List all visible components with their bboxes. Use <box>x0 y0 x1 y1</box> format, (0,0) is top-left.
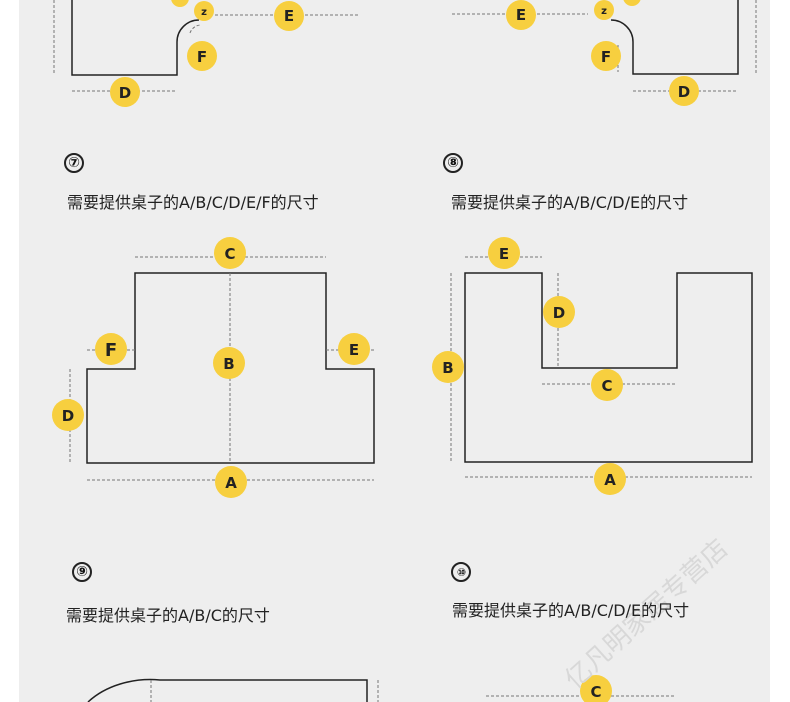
content-panel <box>19 0 770 702</box>
top-right-label-z: z <box>601 6 607 17</box>
top-right-label-e: E <box>516 6 526 24</box>
fig7-label-c: C <box>224 245 235 263</box>
figure-10-diagram: C <box>486 675 676 702</box>
top-right-diagram: E z F D <box>452 0 757 106</box>
section-7-caption: 需要提供桌子的A/B/C/D/E/F的尺寸 <box>67 193 319 212</box>
section-8-caption: 需要提供桌子的A/B/C/D/E的尺寸 <box>451 193 689 212</box>
fig7-label-a: A <box>225 474 237 492</box>
top-left-diagram: E z F D <box>53 0 358 107</box>
fig8-label-e: E <box>499 245 509 263</box>
top-left-label-z: z <box>201 7 207 18</box>
fig7-label-e: E <box>349 341 359 359</box>
top-left-label-e: E <box>284 7 294 25</box>
fig10-label-c: C <box>590 683 601 701</box>
top-right-label-f: F <box>601 48 611 66</box>
fig8-label-a: A <box>604 471 616 489</box>
figure-7-diagram: C F B E D A <box>52 237 375 498</box>
fig7-label-b: B <box>223 355 234 373</box>
section-9-caption: 需要提供桌子的A/B/C的尺寸 <box>66 606 270 625</box>
fig8-label-c: C <box>601 377 612 395</box>
top-left-label-d: D <box>119 84 131 102</box>
section-10-number: ⑩ <box>451 562 471 582</box>
fig7-label-d: D <box>62 407 74 425</box>
section-9-number: ⑨ <box>72 562 92 582</box>
fig7-label-f: F <box>105 340 117 361</box>
section-8-number: ⑧ <box>443 153 463 173</box>
section-10-caption: 需要提供桌子的A/B/C/D/E的尺寸 <box>452 601 690 620</box>
figure-9-diagram <box>87 678 379 702</box>
fig8-label-d: D <box>553 304 565 322</box>
fig8-label-b: B <box>442 359 453 377</box>
figure-8-diagram: E D B C A <box>432 237 753 495</box>
top-right-label-d: D <box>678 83 690 101</box>
section-7-number: ⑦ <box>64 153 84 173</box>
top-left-label-f: F <box>197 48 207 66</box>
